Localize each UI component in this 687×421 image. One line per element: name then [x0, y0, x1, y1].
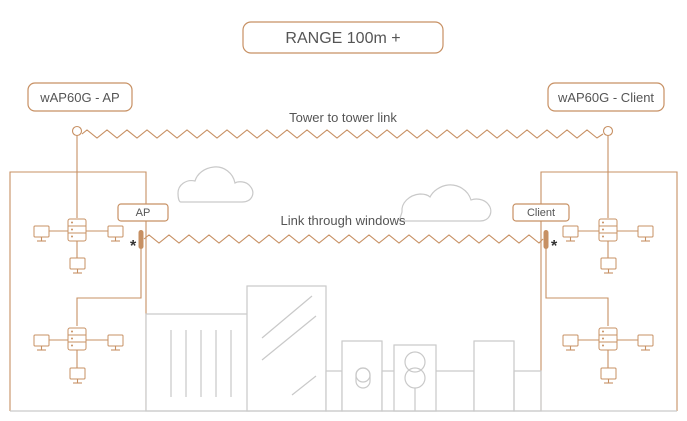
tower-link-signal	[81, 129, 604, 139]
client-device-label: wAP60G - Client	[557, 90, 654, 105]
window-link-signal	[143, 234, 544, 244]
client-lower-network-cluster	[562, 327, 654, 384]
ap-tag: AP	[136, 207, 151, 219]
client-window-marker: *	[551, 238, 558, 255]
cloud-right-icon	[399, 184, 492, 222]
ap-tag-box: AP	[117, 203, 169, 222]
client-upper-network-cluster	[562, 218, 654, 274]
monitor-icon	[33, 334, 50, 351]
tower-link-label: Tower to tower link	[289, 110, 397, 125]
ap-device-label-box: wAP60G - AP	[27, 82, 133, 112]
ap-window-marker: *	[130, 238, 137, 255]
monitor-icon	[637, 334, 654, 351]
ap-lower-network-cluster	[33, 327, 124, 384]
city-skyline	[10, 285, 677, 412]
monitor-icon	[69, 367, 86, 384]
monitor-icon	[562, 334, 579, 351]
monitor-icon	[562, 225, 579, 242]
ap-upper-network-cluster	[33, 218, 124, 274]
range-label-box: RANGE 100m +	[242, 21, 444, 54]
client-device-label-box: wAP60G - Client	[547, 82, 665, 112]
range-label: RANGE 100m +	[285, 30, 400, 47]
ap-building	[9, 171, 147, 411]
server-icon	[598, 218, 618, 242]
monitor-icon	[33, 225, 50, 242]
client-tag-box: Client	[512, 203, 570, 222]
server-icon	[598, 327, 618, 351]
window-link-label: Link through windows	[280, 213, 406, 228]
server-icon	[67, 218, 87, 242]
monitor-icon	[69, 257, 86, 274]
monitor-icon	[107, 225, 124, 242]
monitor-icon	[600, 367, 617, 384]
ap-tower-antenna	[71, 125, 83, 218]
server-icon	[67, 327, 87, 351]
cloud-left-icon	[177, 166, 254, 203]
client-window-antenna	[543, 230, 549, 249]
ap-window-antenna	[138, 230, 144, 249]
client-tower-antenna	[602, 125, 614, 218]
client-lower-network-drop	[545, 248, 609, 326]
ap-device-label: wAP60G - AP	[39, 90, 119, 105]
monitor-icon	[600, 257, 617, 274]
monitor-icon	[637, 225, 654, 242]
monitor-icon	[107, 334, 124, 351]
ap-lower-network-drop	[76, 248, 142, 326]
client-building	[540, 171, 678, 411]
client-tag: Client	[527, 207, 555, 219]
